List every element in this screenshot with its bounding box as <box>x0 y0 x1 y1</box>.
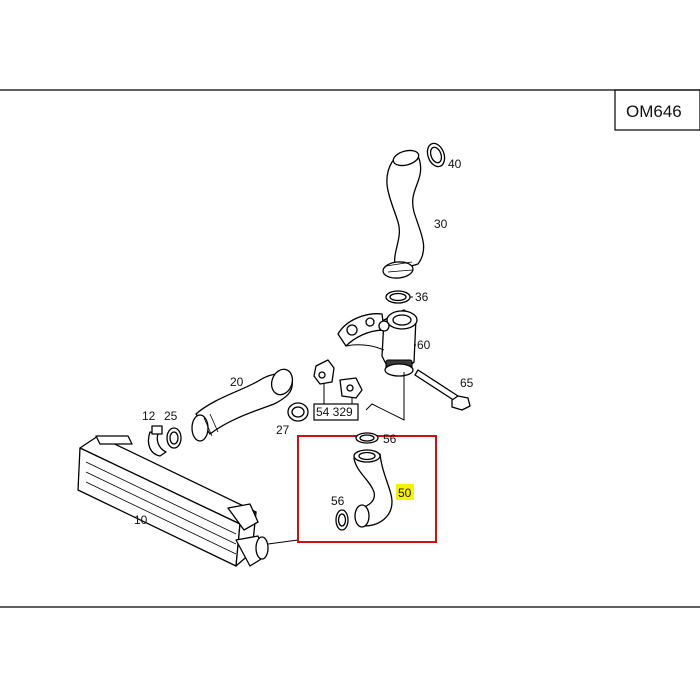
label-part-50: 50 <box>398 486 412 500</box>
engine-code-box <box>614 89 700 131</box>
part-54-329-sensors <box>313 359 363 404</box>
part-36-seal-ring <box>385 290 411 304</box>
part-12-hose-clamp <box>147 425 167 457</box>
label-part-50-highlight <box>396 484 414 500</box>
leader-housing-to-frame <box>365 372 405 421</box>
part-50-charge-air-pipe <box>353 449 393 528</box>
part-27-seal-ring <box>287 402 309 422</box>
part-56-left-seal-ring <box>335 509 349 531</box>
label-part-27: 27 <box>276 423 290 437</box>
part-10-intercooler <box>77 435 299 567</box>
part-65-bolt <box>414 369 471 411</box>
part-40-seal-ring <box>426 142 446 168</box>
part-25-seal-ring <box>166 427 182 449</box>
label-part-54-329: 54 329 <box>316 405 353 419</box>
part-60-valve-housing <box>337 309 418 377</box>
engine-code-label: OM646 <box>626 102 682 121</box>
diagram-frame <box>0 89 700 608</box>
label-part-65: 65 <box>460 376 474 390</box>
label-part-30: 30 <box>434 217 448 231</box>
label-part-60: 60 <box>417 338 431 352</box>
part-30-charge-air-hose <box>382 149 425 279</box>
label-part-12: 12 <box>142 409 156 423</box>
label-part-56-left: 56 <box>331 494 345 508</box>
label-part-56-top: 56 <box>383 432 397 446</box>
part-56-top-seal-ring <box>355 432 379 444</box>
label-part-36: 36 <box>415 290 429 304</box>
part-20-charge-air-hose <box>191 368 294 442</box>
label-part-25: 25 <box>164 409 178 423</box>
label-part-10: 10 <box>134 513 148 527</box>
label-part-40: 40 <box>448 157 462 171</box>
label-box-54-329 <box>313 403 359 421</box>
label-part-20: 20 <box>230 375 244 389</box>
